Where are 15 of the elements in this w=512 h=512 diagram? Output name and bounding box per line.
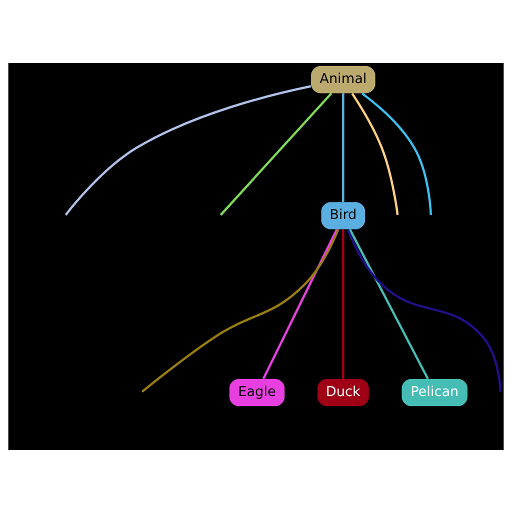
connector (342, 228, 344, 378)
connector (348, 228, 429, 379)
node-box: Pelican (402, 378, 468, 406)
connector (220, 92, 332, 216)
node-box: Duck (317, 378, 369, 406)
connector (351, 92, 399, 215)
node-box: Eagle (229, 378, 285, 406)
connector (141, 228, 340, 392)
node-box: Bird (321, 202, 366, 229)
connector (346, 228, 502, 392)
node-box: Animal (311, 66, 376, 93)
connector (64, 84, 312, 216)
connector (262, 228, 338, 379)
connector (361, 92, 432, 214)
connector (342, 92, 344, 202)
